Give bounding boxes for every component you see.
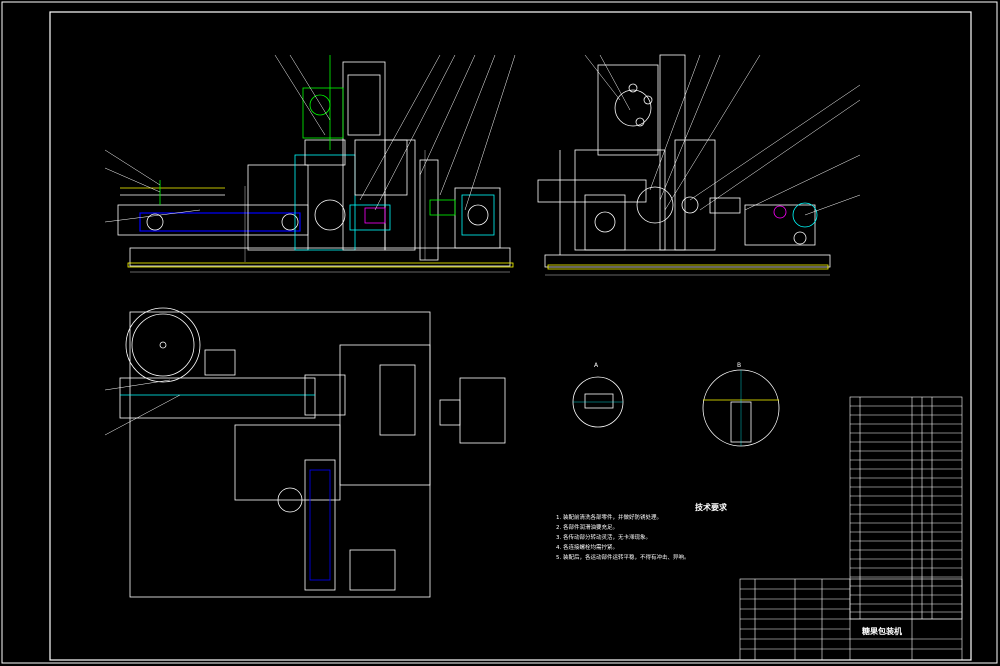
section-label-b: B xyxy=(737,362,742,369)
parts-list xyxy=(849,396,963,620)
section-view-b xyxy=(702,369,780,447)
title-block-name: 糖果包装机 xyxy=(862,627,902,636)
section-label-a: A xyxy=(594,362,599,369)
inner-border xyxy=(49,11,972,661)
technical-requirement-4: 4. 各连接螺栓均需拧紧。 xyxy=(556,545,618,551)
technical-requirements: 技术要求 1. 装配前清洗各部零件，并做好防锈处理。 2. 各部件润滑油要充足。… xyxy=(556,502,806,563)
section-view-a xyxy=(572,376,624,428)
technical-requirements-heading: 技术要求 xyxy=(695,503,727,512)
side-view xyxy=(537,54,861,276)
technical-requirement-1: 1. 装配前清洗各部零件，并做好防锈处理。 xyxy=(556,515,662,521)
front-view xyxy=(104,54,516,273)
technical-requirement-3: 3. 各传动部分转动灵活，无卡滞现象。 xyxy=(556,535,651,541)
title-block xyxy=(739,578,963,661)
technical-requirement-2: 2. 各部件润滑油要充足。 xyxy=(556,525,618,531)
plan-view xyxy=(104,307,506,598)
technical-requirement-5: 5. 装配后，各运动部件运转平稳，不得有冲击、异响。 xyxy=(556,555,690,561)
